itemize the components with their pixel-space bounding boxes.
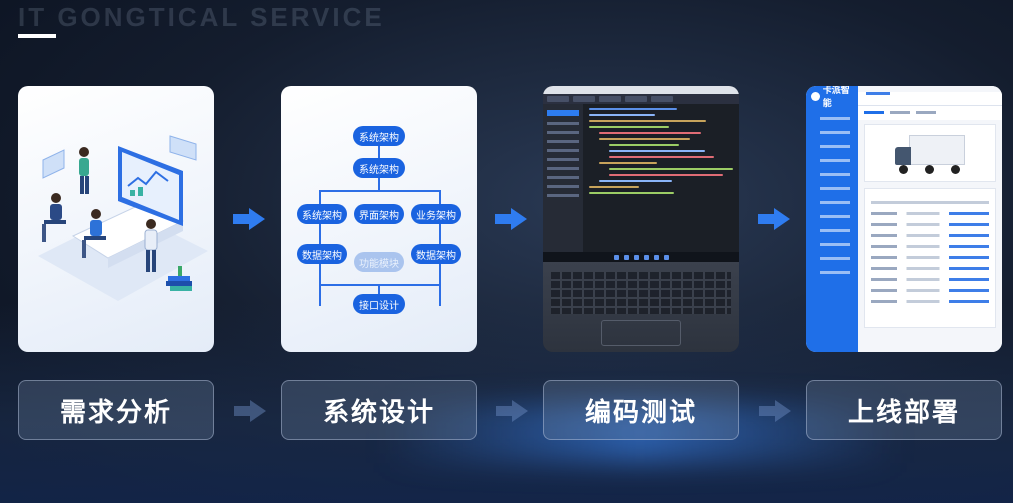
flow-node-left2: 数据架构 (297, 244, 347, 264)
step-label-design: 系统设计 (281, 380, 477, 440)
flow-node-right2: 数据架构 (411, 244, 461, 264)
flow-node-left: 系统架构 (297, 204, 347, 224)
truck-panel (864, 124, 996, 182)
flow-node-top: 系统架构 (353, 126, 405, 146)
laptop-screen (543, 86, 739, 262)
dashboard-sidebar: 卡派智能 (806, 86, 858, 352)
flow-node-center: 界面架构 (354, 204, 404, 224)
truck-icon (909, 135, 965, 165)
step-label-requirements: 需求分析 (18, 380, 214, 440)
requirements-analysis-card (18, 86, 214, 352)
arrow-right-icon (234, 400, 266, 422)
dashboard-main (858, 86, 1002, 352)
system-design-card: 系统架构 系统架构 系统架构 界面架构 业务架构 数据架构 功能模块 数据架构 … (281, 86, 477, 352)
accent-bar (18, 34, 56, 38)
flow-node-second: 系统架构 (353, 158, 405, 178)
flow-connector (378, 142, 380, 158)
code-editor (589, 108, 735, 198)
touchpad (601, 320, 681, 346)
flow-node-bottom: 接口设计 (353, 294, 405, 314)
taskbar (543, 252, 739, 262)
team-meeting-illustration (38, 135, 208, 301)
flow-connector (319, 190, 439, 192)
arrow-right-icon (758, 208, 790, 230)
deployment-card: 卡派智能 (806, 86, 1002, 352)
logo-icon (811, 91, 820, 101)
flow-node-center2: 功能模块 (354, 252, 404, 272)
coding-testing-card (543, 86, 739, 352)
arrow-right-icon (495, 208, 527, 230)
dashboard-logo-text: 卡派智能 (822, 86, 850, 109)
flow-connector (378, 178, 380, 192)
laptop-keyboard (543, 262, 739, 352)
data-table (864, 188, 996, 328)
arrow-right-icon (233, 208, 265, 230)
flow-node-right: 业务架构 (411, 204, 461, 224)
background-title: IT GONGTICAL SERVICE (18, 2, 385, 32)
step-label-coding: 编码测试 (543, 380, 739, 440)
arrow-right-icon (759, 400, 791, 422)
ide-sidebar (543, 104, 583, 252)
step-label-deployment: 上线部署 (806, 380, 1002, 440)
flow-connector (378, 284, 380, 296)
arrow-right-icon (496, 400, 528, 422)
